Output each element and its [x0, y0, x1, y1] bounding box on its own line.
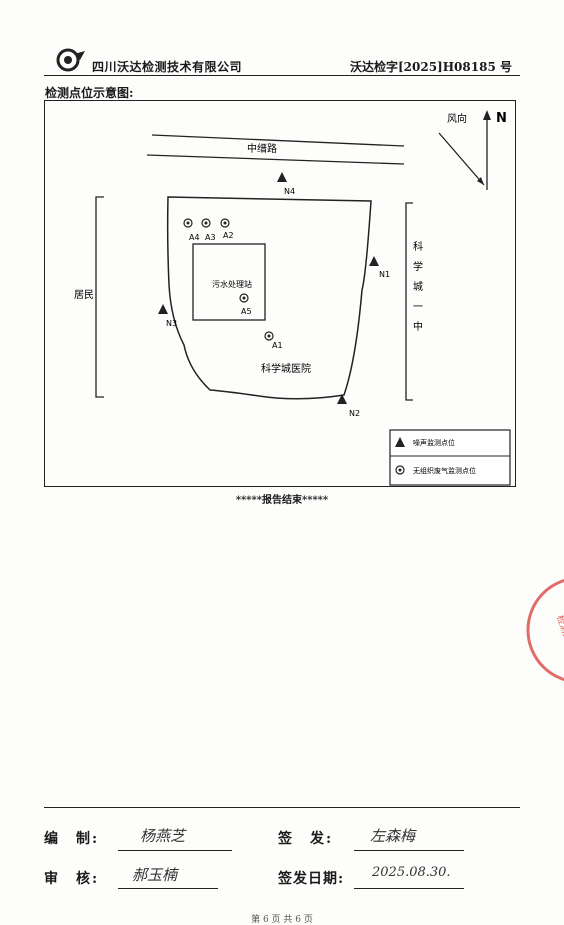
school-char-4: 一 — [413, 302, 423, 313]
school-char-1: 科 — [413, 240, 423, 253]
svg-text:检测技术有限: 检测技术有限 — [554, 614, 564, 669]
report-number: 沃达检字[2025]H08185 号 — [349, 60, 512, 74]
compile-line — [118, 850, 232, 851]
svg-text:N3: N3 — [166, 319, 177, 328]
noise-point-n2: N2 — [337, 394, 360, 418]
legend-air-label: 无组织废气监测点位 — [413, 466, 476, 475]
school-char-3: 城 — [413, 281, 423, 293]
wind-arrow-head — [477, 177, 484, 185]
legend-air-icon — [395, 465, 405, 475]
school-bracket — [405, 202, 413, 401]
wind-arrow — [438, 132, 485, 186]
site-map: 中缙路 风向 N 居民 科 学 城 一 中 科学城医院 污水处理站 N4 N1 — [44, 100, 516, 487]
noise-point-n4: N4 — [277, 172, 295, 196]
report-end-mark: *****报告结束***** — [235, 495, 329, 506]
north-label: N — [496, 111, 507, 126]
air-point-a4: A4 — [183, 218, 200, 242]
issue-label: 签 发: — [278, 831, 334, 847]
residential-label: 居民 — [74, 289, 94, 301]
legend-noise-label: 噪声监测点位 — [413, 438, 455, 447]
north-arrow-head — [483, 110, 491, 120]
header-divider — [44, 75, 520, 76]
sewage-plant — [192, 243, 266, 321]
issue-date: 2025.08.30. — [372, 865, 451, 880]
road-line-bottom — [146, 154, 405, 165]
svg-text:A5: A5 — [241, 307, 252, 316]
svg-text:N2: N2 — [349, 409, 360, 418]
review-label: 审 核: — [44, 871, 100, 887]
svg-text:A4: A4 — [189, 233, 200, 242]
svg-text:A1: A1 — [272, 341, 283, 350]
company-stamp: 检测技术有限 — [520, 570, 564, 690]
svg-text:N4: N4 — [284, 187, 295, 196]
svg-text:N1: N1 — [379, 270, 390, 279]
air-point-a5: A5 — [239, 293, 252, 316]
review-signature: 郝玉楠 — [132, 866, 178, 884]
company-logo — [56, 48, 86, 72]
road-label: 中缙路 — [247, 142, 277, 155]
compile-label: 编 制: — [44, 831, 100, 847]
residential-bracket — [95, 196, 104, 398]
issue-signature: 左森梅 — [370, 827, 416, 845]
school-char-5: 中 — [413, 320, 423, 333]
air-point-a3: A3 — [201, 218, 216, 242]
hospital-boundary — [166, 196, 372, 400]
company-name: 四川沃达检测技术有限公司 — [92, 60, 243, 74]
section-title: 检测点位示意图: — [45, 86, 134, 100]
air-point-a1: A1 — [264, 331, 283, 350]
compile-signature: 杨燕芝 — [140, 827, 186, 845]
hospital-label: 科学城医院 — [261, 362, 311, 375]
issue-date-label: 签发日期: — [278, 871, 345, 887]
issue-line — [354, 850, 464, 851]
legend-noise-icon — [395, 437, 405, 447]
wind-label: 风向 — [447, 112, 467, 125]
sewage-plant-label: 污水处理站 — [212, 279, 252, 289]
review-line — [118, 888, 218, 889]
footer-divider — [44, 807, 520, 808]
svg-text:A2: A2 — [223, 231, 234, 240]
svg-text:A3: A3 — [205, 233, 216, 242]
issue-date-line — [354, 888, 464, 889]
air-point-a2: A2 — [220, 218, 234, 240]
school-char-2: 学 — [413, 260, 423, 273]
road-line-top — [151, 134, 405, 147]
noise-point-n1: N1 — [369, 256, 390, 279]
noise-point-n3: N3 — [158, 304, 177, 328]
page-number: 第 6 页 共 6 页 — [251, 915, 313, 925]
legend-box — [389, 429, 511, 486]
